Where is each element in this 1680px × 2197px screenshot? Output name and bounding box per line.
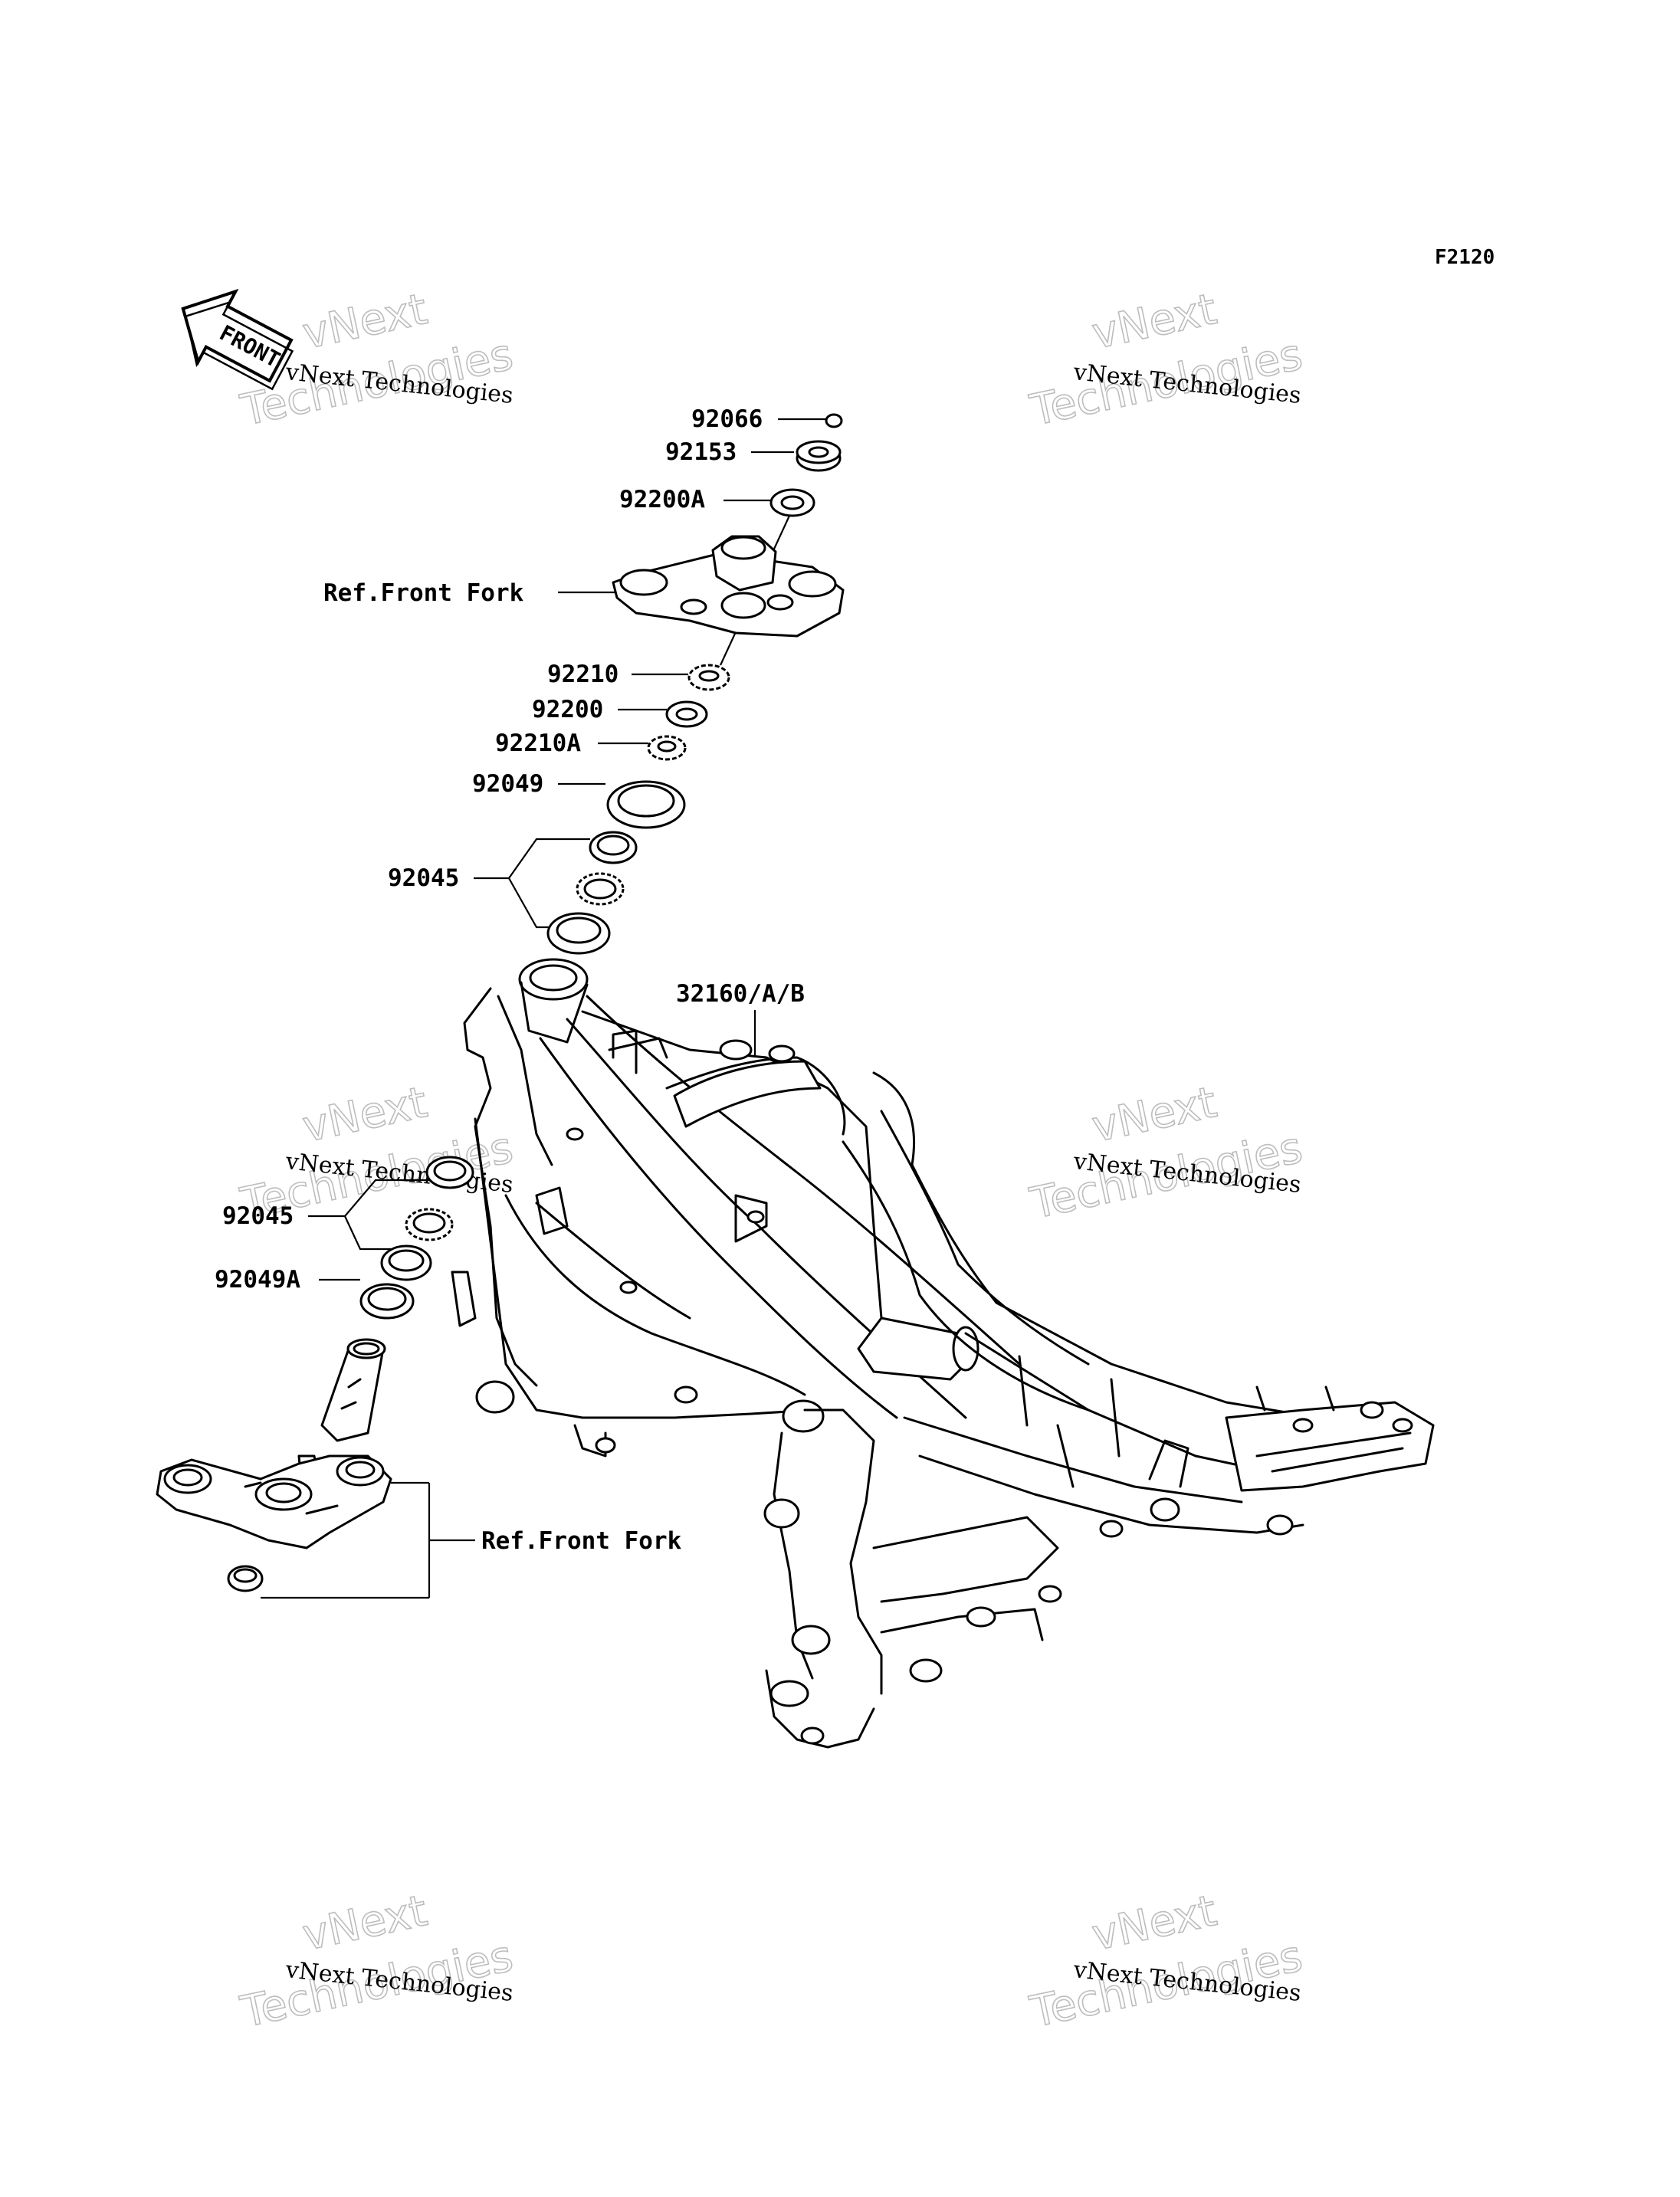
part-92049A: 92049A [215, 1266, 415, 1320]
label-92210A: 92210A [495, 730, 581, 757]
label-92045-upper: 92045 [388, 864, 459, 892]
watermark-big-1: vNext [298, 284, 431, 359]
watermark-bottom-right: vNext Technologies vNext Technologies [1025, 1885, 1308, 2038]
watermark-big-1: vNext [1088, 284, 1221, 359]
part-92049: 92049 [472, 770, 686, 829]
part-92210A: 92210A [495, 730, 687, 761]
watermark-bottom-left: vNext Technologies vNext Technologies [236, 1885, 518, 2038]
label-92066: 92066 [691, 405, 763, 433]
watermark-mid-right: vNext Technologies vNext Technologies [1025, 1077, 1308, 1229]
label-92049A: 92049A [215, 1266, 300, 1294]
upper-triple-clamp: Ref.Front Fork [323, 535, 845, 638]
part-92153: 92153 [665, 438, 842, 472]
part-92066: 92066 [691, 405, 843, 433]
part-92210: 92210 [547, 661, 730, 691]
label-92045-lower: 92045 [222, 1202, 294, 1230]
part-92045-lower: 92045 [222, 1156, 474, 1281]
part-32160: 32160/A/B [676, 980, 805, 1058]
label-92200: 92200 [532, 696, 603, 723]
label-92210: 92210 [547, 661, 619, 688]
part-92200A: 92200A [619, 486, 815, 666]
lower-triple-clamp: Ref.Front Fork [156, 1338, 682, 1599]
watermark-top-right: vNext Technologies vNext Technologies [1025, 284, 1308, 436]
watermark-big-1: vNext [1088, 1077, 1221, 1153]
label-92200A: 92200A [619, 486, 705, 513]
label-32160: 32160/A/B [676, 980, 805, 1008]
watermark-big-1: vNext [298, 1886, 431, 1961]
watermark-big-1: vNext [298, 1077, 431, 1153]
watermark-big-1: vNext [1088, 1886, 1221, 1961]
part-92045-upper: 92045 [388, 831, 638, 955]
front-arrow-icon: FRONT [181, 288, 294, 391]
part-92200: 92200 [532, 696, 708, 728]
motorcycle-frame [451, 958, 1435, 1749]
label-92153: 92153 [665, 438, 737, 466]
diagram-code: F2120 [1435, 246, 1495, 269]
label-92049: 92049 [472, 770, 543, 798]
label-ref-front-fork-lower: Ref.Front Fork [481, 1527, 682, 1555]
label-ref-front-fork-upper: Ref.Front Fork [323, 579, 524, 607]
